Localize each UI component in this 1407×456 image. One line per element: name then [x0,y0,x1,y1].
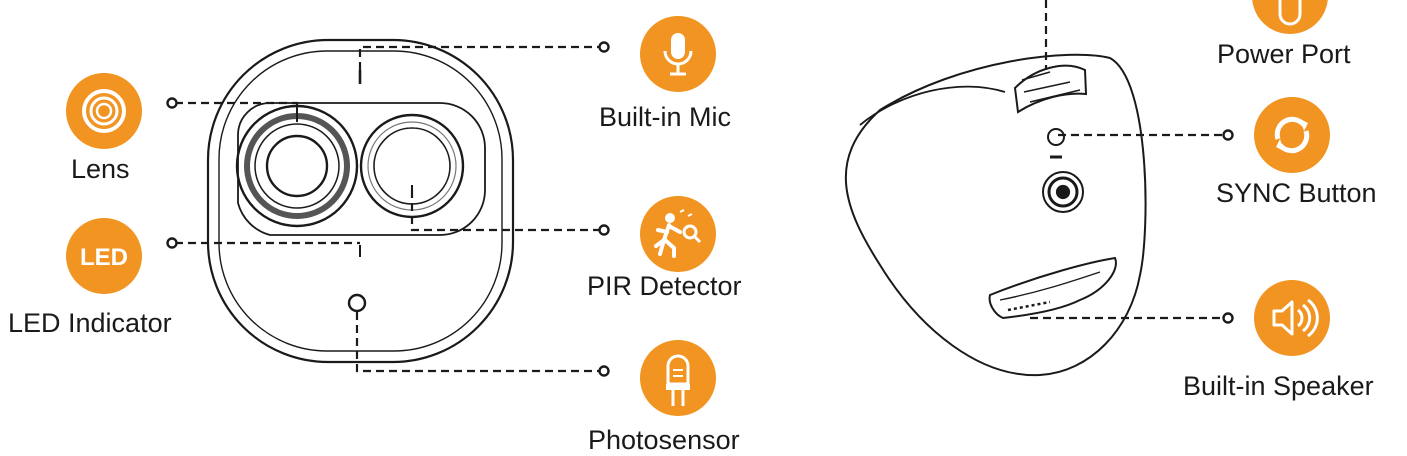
photosensor-label: Photosensor [588,425,740,455]
power-port-label: Power Port [1217,39,1351,69]
back-camera-body [844,53,1147,377]
lens-assembly [235,104,359,228]
pir-detector-label: PIR Detector [587,271,742,301]
microphone-icon [640,16,716,92]
leader-end-dots [166,41,1234,377]
pir-window [359,113,465,219]
sync-icon [1254,97,1330,173]
built-in-mic-label: Built-in Mic [599,102,732,132]
lens-label: Lens [71,154,130,184]
photosensor-hole [347,293,367,313]
motion-detector-icon [640,196,716,272]
front-panel [237,102,486,236]
led-icon-text: LED [80,244,128,271]
led-icon: LED [66,218,142,294]
built-in-speaker-label: Built-in Speaker [1183,371,1374,401]
front-camera-body-outer [206,38,515,364]
power-port-icon [1252,0,1328,34]
lens-icon [66,73,142,149]
leader-lines [175,0,1225,373]
led-indicator-label: LED Indicator [8,308,172,338]
speaker-icon [1254,280,1330,356]
sync-button-label: SYNC Button [1216,178,1377,208]
photosensor-icon [640,340,716,416]
